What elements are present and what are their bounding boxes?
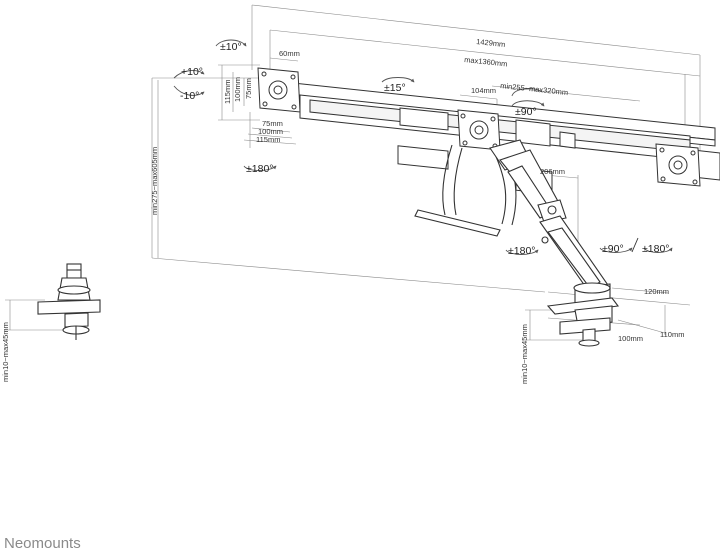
dim-base-110: 110mm: [660, 330, 684, 339]
brand-logo-text: Neomounts: [4, 535, 81, 552]
dimension-lines: [5, 4, 701, 341]
dim-total-width: 1429mm: [476, 37, 506, 49]
dim-offset-60: 60mm: [279, 49, 300, 58]
dim-arm-span: min255~max320mm: [500, 81, 569, 97]
dim-height-115: 115mm: [223, 80, 232, 104]
dim-base-100: 100mm: [618, 334, 643, 343]
angle-rotate-90-right: ±90°: [602, 243, 624, 255]
angle-rotate-180-left: ±180°: [246, 163, 273, 175]
rotation-arrows: [173, 39, 673, 255]
dim-width-75: 75mm: [262, 119, 283, 128]
dim-center-104: 104mm: [471, 86, 496, 95]
vesa-plate-right: [655, 143, 701, 187]
dim-max-width: max1360mm: [464, 55, 508, 68]
angle-swivel-15: ±15°: [384, 82, 406, 94]
dim-width-100: 100mm: [258, 127, 283, 136]
angle-rotate-180-center: ±180°: [508, 245, 535, 257]
desk-clamp: [546, 282, 620, 347]
angle-tilt-down: -10°: [180, 90, 199, 102]
vesa-plate-left: [257, 67, 301, 113]
angle-separator: [631, 237, 639, 253]
dim-height-100: 100mm: [233, 77, 242, 102]
angle-tilt-top: ±10°: [220, 41, 242, 53]
dim-grommet-thickness: min10~max45mm: [1, 322, 10, 382]
grommet-base: [37, 263, 101, 340]
dim-base-120: 120mm: [644, 287, 669, 296]
dim-pole-height: min275~max605mm: [150, 147, 159, 215]
vesa-plate-center: [457, 109, 501, 151]
dim-reach-206: 206mm: [540, 167, 565, 176]
angle-rotate-90-top: ±90°: [515, 106, 537, 118]
gas-spring-arm: [489, 139, 611, 297]
angle-rotate-180-right: ±180°: [642, 243, 669, 255]
dim-width-115: 115mm: [256, 135, 280, 144]
dim-clamp-thickness: min10~max45mm: [520, 324, 529, 384]
dim-height-75: 75mm: [244, 78, 253, 99]
angle-tilt-up: +10°: [181, 66, 203, 78]
